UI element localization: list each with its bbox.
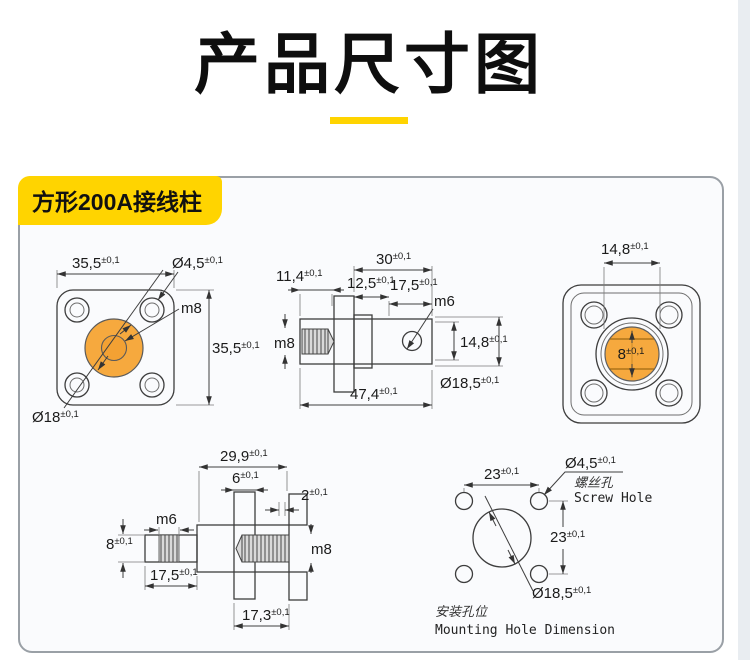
m6-thread-stud [158,534,180,563]
dim-mount-pitch-h: 23±0,1 [484,466,519,483]
front-view-drawing: 35,5±0,1 Ø4,5±0,1 m8 35,5±0,1 Ø18±0,1 [32,255,260,426]
m8-thread-bore [301,328,329,355]
screw-hole-label-cn: 螺丝孔 [574,476,614,491]
page-title: 产品尺寸图 [194,27,544,101]
dim-rear-14-8: 14,8±0,1 [601,241,649,258]
dim-secB-2: 2±0,1 [301,487,328,504]
thread-bore-face [100,334,128,362]
dim-mount-center-dia: Ø18,5±0,1 [532,585,591,602]
title-underline [330,116,408,124]
dim-front-screw-hole: Ø4,5±0,1 [172,255,223,272]
dim-secA-total: 47,4±0,1 [350,386,398,403]
dim-secA-14-8: 14,8±0,1 [460,334,508,351]
dim-secA-11-4: 11,4±0,1 [276,268,323,285]
dim-rear-flats: 8±0,1 [618,346,645,363]
m8-thread-bore-b [241,534,290,563]
dim-secA-17-5: 17,5±0,1 [390,277,438,294]
dim-secB-29-9: 29,9±0,1 [220,448,268,465]
screw-hole-label-en: Screw Hole [574,491,652,506]
dim-secB-17-3: 17,3±0,1 [242,607,290,624]
dim-front-thread: m8 [181,300,202,317]
dim-secA-body-dia: Ø18,5±0,1 [440,375,499,392]
terminal-body-section [299,318,433,365]
dim-secA-12-5: 12,5±0,1 [347,275,395,292]
dim-secA-30: 30±0,1 [376,251,411,268]
dim-secA-m8: m8 [274,335,295,352]
dim-front-width: 35,5±0,1 [72,255,120,272]
mounting-screw-holes [454,491,549,584]
mounting-caption-en: Mounting Hole Dimension [435,623,615,638]
dim-secB-m6: m6 [156,511,177,528]
dim-front-post-dia: Ø18±0,1 [32,409,79,426]
page-header: 产品尺寸图 [0,0,738,124]
section-view-b-drawing: 29,9±0,1 6±0,1 2±0,1 8±0,1 m6 m8 [106,448,332,630]
dim-secB-17-5: 17,5±0,1 [150,567,198,584]
dimension-drawing: 35,5±0,1 Ø4,5±0,1 m8 35,5±0,1 Ø18±0,1 [32,241,701,638]
mounting-caption-cn: 安装孔位 [435,604,489,620]
dim-secB-8: 8±0,1 [106,536,133,553]
m6-cross-hole [401,330,423,352]
dim-mount-pitch-v: 23±0,1 [550,529,585,546]
product-dimension-card: 方形200A接线柱 [18,176,724,653]
product-name-label: 方形200A接线柱 [18,176,222,225]
mounting-hole-drawing: 23±0,1 23±0,1 Ø4,5±0,1 螺丝孔 Screw Hole Ø1… [435,455,652,638]
rear-view-drawing: 8±0,1 14,8±0,1 [562,241,701,424]
flange-screw-holes [64,297,165,398]
dim-secB-m8: m8 [311,541,332,558]
section-view-a-drawing: 30±0,1 11,4±0,1 12,5±0,1 17,5±0,1 m6 m8 [274,251,508,409]
dim-mount-screw-dia: Ø4,5±0,1 [565,455,616,472]
flange-section [333,295,355,393]
dim-front-height: 35,5±0,1 [212,340,260,357]
dim-secA-m6: m6 [434,293,455,310]
dim-secB-6: 6±0,1 [232,470,259,487]
page-edge-strip [738,0,750,660]
center-hole [472,508,532,568]
rear-screw-holes [580,301,683,407]
